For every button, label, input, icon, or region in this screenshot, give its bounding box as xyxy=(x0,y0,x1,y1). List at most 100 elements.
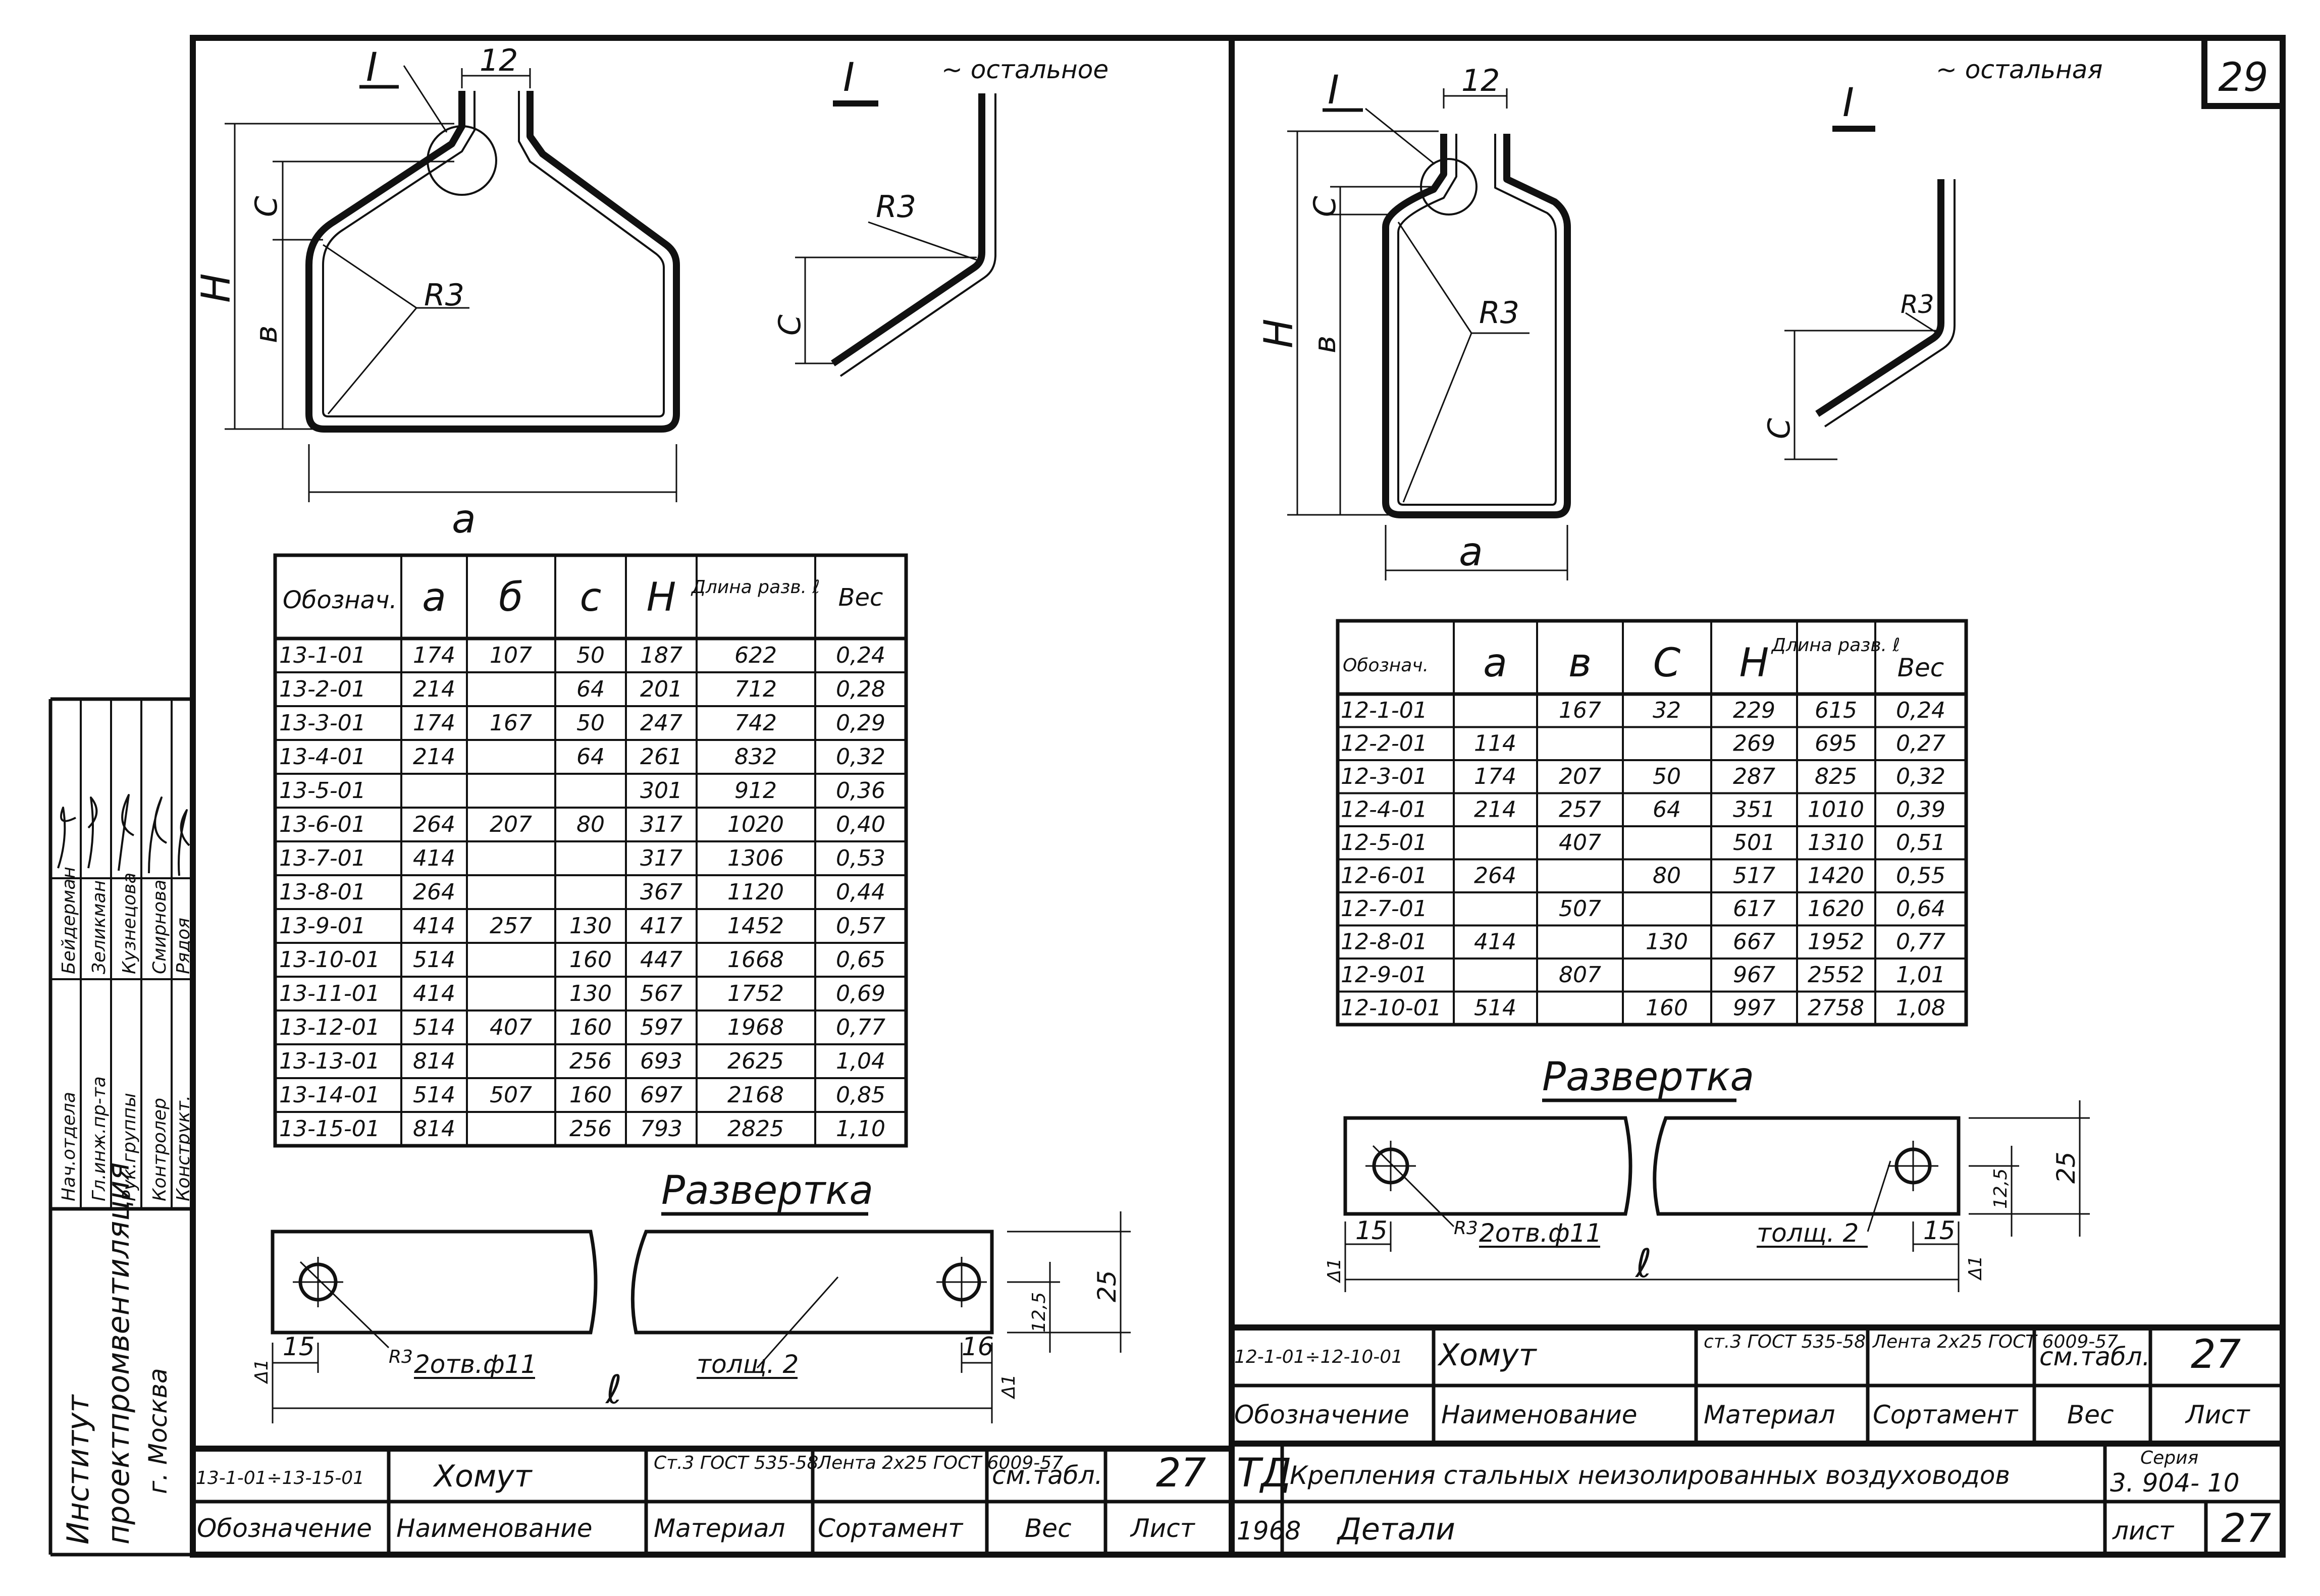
left-detail-note: ~ остальное xyxy=(941,55,1109,84)
right-tb-h-sortament: Сортамент xyxy=(1873,1400,2019,1429)
left-razvertka-title: Развертка xyxy=(661,1168,873,1213)
table-cell: 1,04 xyxy=(836,1048,885,1074)
right-dim-b: в xyxy=(1307,336,1343,353)
name-5: Рядоя xyxy=(173,918,194,974)
table-cell: 207 xyxy=(490,812,532,837)
table-cell: 13-7-01 xyxy=(279,845,366,871)
left-tb-h-designation: Обозначение xyxy=(197,1514,372,1543)
table-cell: 997 xyxy=(1733,995,1775,1021)
institute-line3: г. Москва xyxy=(143,1368,173,1494)
table-cell: 414 xyxy=(1474,929,1516,955)
side-stamp: Нач.отдела Гл.инж.пр-та Рук.группы Контр… xyxy=(48,697,194,1557)
table-cell: 1452 xyxy=(727,913,784,939)
table-cell: 12-8-01 xyxy=(1341,929,1428,955)
table-cell: 514 xyxy=(413,947,455,973)
left-detail-i: I ~ остальное R3 С xyxy=(772,55,1109,377)
right-tb-h-designation: Обозначение xyxy=(1234,1400,1409,1429)
left-tb-h-sortament: Сортамент xyxy=(818,1514,964,1543)
table-cell: 107 xyxy=(490,643,532,668)
right-radius: R3 xyxy=(1479,295,1519,331)
right-tb-h-list: Лист xyxy=(2185,1400,2251,1429)
sheet-title: Крепления стальных неизолированных возду… xyxy=(1290,1461,2010,1490)
table-cell: 622 xyxy=(734,643,777,668)
table-cell: 32 xyxy=(1653,698,1681,723)
right-tb-material: ст.3 ГОСТ 535-58 xyxy=(1704,1332,1866,1352)
left-strip-15: 15 xyxy=(283,1332,315,1361)
right-title-block: 12-1-01÷12-10-01 Хомут ст.3 ГОСТ 535-58 … xyxy=(1232,1324,2283,1555)
left-clamp-drawing: I 12 Н С в а R3 xyxy=(194,43,680,542)
lt-h-designation: Обознач. xyxy=(283,586,397,614)
table-cell: 514 xyxy=(413,1082,455,1108)
left-dim-12: 12 xyxy=(480,43,518,78)
table-cell: 832 xyxy=(734,744,777,770)
lt-h-length: Длина разв. ℓ xyxy=(691,577,820,598)
table-cell: 912 xyxy=(734,778,777,804)
left-tb-name: Хомут xyxy=(433,1459,533,1494)
table-cell: 0,32 xyxy=(1896,764,1945,789)
sheet-series-label: Серия xyxy=(2140,1448,2198,1468)
sheet-td: ТД xyxy=(1237,1451,1292,1496)
table-cell: 1952 xyxy=(1808,929,1864,955)
table-cell: 447 xyxy=(640,947,682,973)
right-dim-h: Н xyxy=(1256,318,1302,348)
table-cell: 12-5-01 xyxy=(1341,830,1428,856)
left-strip-len: ℓ xyxy=(605,1367,622,1413)
table-cell: 174 xyxy=(1474,764,1516,789)
right-strip-thick: толщ. 2 xyxy=(1757,1218,1859,1248)
table-cell: 507 xyxy=(490,1082,532,1108)
table-cell: 13-12-01 xyxy=(279,1015,380,1040)
table-cell: 1620 xyxy=(1808,896,1864,922)
right-tb-h-weight: Вес xyxy=(2067,1400,2114,1429)
table-cell: 367 xyxy=(640,879,682,905)
table-cell: 50 xyxy=(576,710,605,736)
left-detail-mark: I xyxy=(366,45,378,90)
table-cell: 351 xyxy=(1733,797,1775,823)
right-detail-mark: I xyxy=(1328,68,1339,113)
table-cell: 247 xyxy=(640,710,682,736)
rt-h-a: а xyxy=(1483,641,1507,686)
left-dim-a: а xyxy=(452,497,476,542)
right-strip-holes: 2отв.ф11 xyxy=(1479,1218,1602,1248)
table-cell: 269 xyxy=(1733,731,1775,757)
table-cell: 617 xyxy=(1733,896,1775,922)
table-cell: 0,77 xyxy=(1896,929,1945,955)
table-cell: 0,65 xyxy=(836,947,885,973)
table-cell: 160 xyxy=(569,1015,612,1040)
right-strip-15b: 15 xyxy=(1923,1216,1956,1245)
right-strip-d1b: Δ1 xyxy=(1965,1255,1986,1281)
name-1: Бейдерман xyxy=(59,867,79,974)
left-strip-d1a: Δ1 xyxy=(251,1359,272,1385)
table-cell: 12-9-01 xyxy=(1341,962,1428,988)
table-cell: 615 xyxy=(1815,698,1857,723)
left-strip-16: 16 xyxy=(962,1332,994,1361)
table-cell: 0,85 xyxy=(836,1082,885,1108)
table-cell: 825 xyxy=(1815,764,1857,789)
table-cell: 301 xyxy=(640,778,682,804)
name-4: Смирнова xyxy=(149,880,170,974)
table-cell: 507 xyxy=(1559,896,1601,922)
table-cell: 264 xyxy=(413,812,455,837)
role-1: Нач.отдела xyxy=(59,1092,79,1201)
left-strip-25: 25 xyxy=(1092,1270,1122,1302)
table-cell: 317 xyxy=(640,812,682,837)
right-dim-a: а xyxy=(1459,529,1483,575)
table-cell: 13-5-01 xyxy=(279,778,366,804)
table-cell: 0,24 xyxy=(1896,698,1945,723)
table-cell: 257 xyxy=(1559,797,1601,823)
table-cell: 1310 xyxy=(1808,830,1864,856)
table-cell: 13-11-01 xyxy=(279,981,380,1006)
table-cell: 2625 xyxy=(727,1048,784,1074)
table-cell: 514 xyxy=(1474,995,1516,1021)
lt-h-h: Н xyxy=(647,575,676,620)
sheet-year: 1968 xyxy=(1237,1516,1301,1546)
left-dim-h: Н xyxy=(194,273,239,303)
table-cell: 287 xyxy=(1733,764,1775,789)
table-cell: 13-9-01 xyxy=(279,913,366,939)
table-cell: 2552 xyxy=(1808,962,1864,988)
sheet-frame xyxy=(190,35,2286,1558)
table-cell: 2758 xyxy=(1808,995,1864,1021)
table-cell: 80 xyxy=(1653,863,1681,889)
left-razvertka: Развертка R3 2отв.ф11 толщ. 2 12,5 25 15… xyxy=(251,1168,1131,1423)
rt-h-length: Длина разв. ℓ xyxy=(1771,635,1901,656)
table-cell: 1968 xyxy=(727,1015,784,1040)
